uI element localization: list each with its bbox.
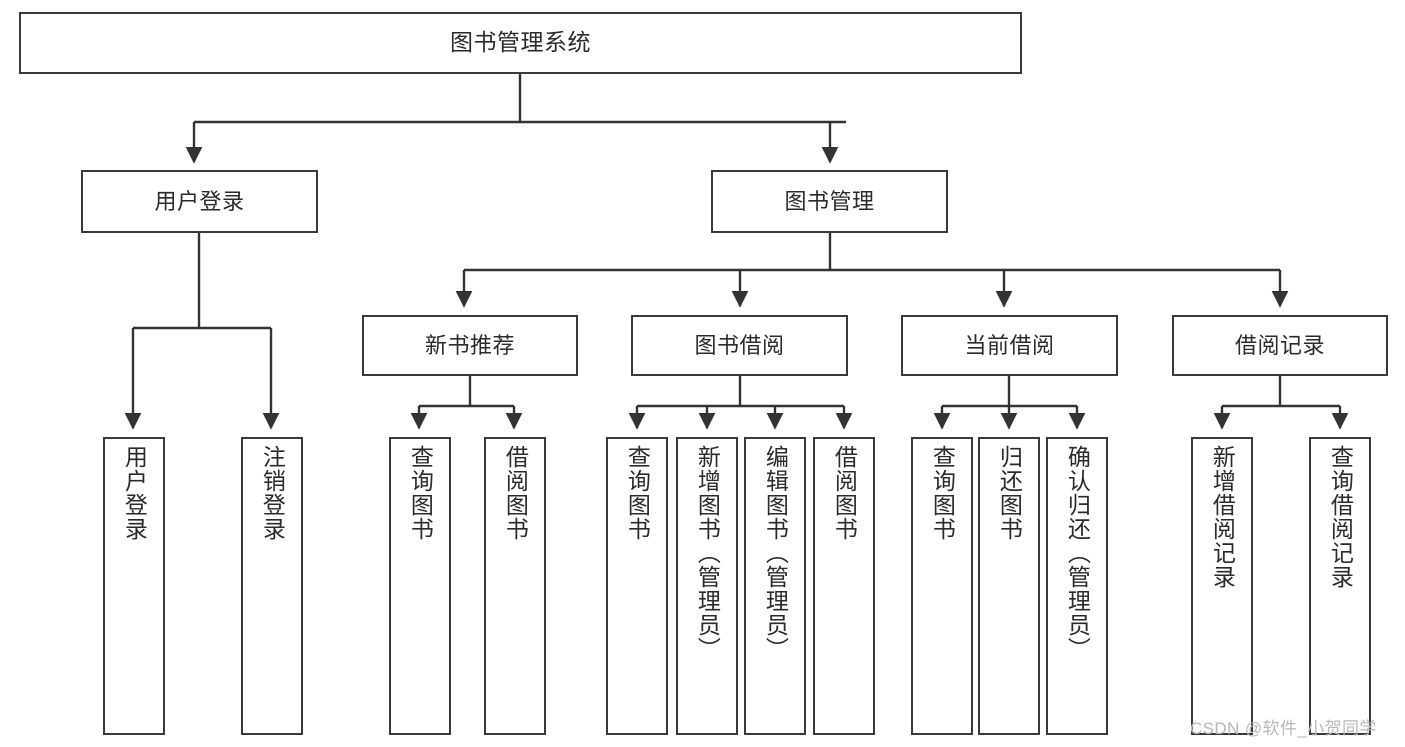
leaf-book-borrow-edit-book-admin[interactable]: 编辑图书（管理员） — [744, 437, 806, 735]
node-label: 借阅记录 — [1234, 332, 1325, 358]
leaf-query-borrow-record[interactable]: 查询借阅记录 — [1309, 437, 1371, 735]
leaf-book-borrow-add-book-admin[interactable]: 新增图书（管理员） — [676, 437, 738, 735]
node-label: 编辑图书（管理员） — [762, 445, 789, 661]
leaf-logout[interactable]: 注销登录 — [241, 437, 303, 735]
node-root-book-management-system[interactable]: 图书管理系统 — [19, 12, 1022, 74]
node-label: 借阅图书 — [831, 445, 858, 541]
node-label: 新增图书（管理员） — [694, 445, 721, 661]
node-current-borrow[interactable]: 当前借阅 — [901, 315, 1118, 376]
node-new-book-recommend[interactable]: 新书推荐 — [362, 315, 578, 376]
node-label: 查询图书 — [929, 445, 956, 541]
leaf-book-borrow-query-book[interactable]: 查询图书 — [606, 437, 668, 735]
leaf-book-borrow-borrow-book[interactable]: 借阅图书 — [813, 437, 875, 735]
node-user-login[interactable]: 用户登录 — [81, 170, 318, 233]
node-label: 新书推荐 — [424, 332, 515, 358]
leaf-new-book-borrow-book[interactable]: 借阅图书 — [484, 437, 546, 735]
leaf-current-borrow-return-book[interactable]: 归还图书 — [978, 437, 1040, 735]
leaf-new-book-query-book[interactable]: 查询图书 — [389, 437, 451, 735]
node-label: 图书借阅 — [694, 332, 785, 358]
leaf-user-login[interactable]: 用户登录 — [103, 437, 165, 735]
node-label: 当前借阅 — [964, 332, 1055, 358]
node-label: 注销登录 — [259, 445, 286, 541]
node-label: 用户登录 — [154, 188, 245, 214]
node-borrow-record[interactable]: 借阅记录 — [1172, 315, 1388, 376]
node-label: 查询图书 — [624, 445, 651, 541]
node-label: 借阅图书 — [502, 445, 529, 541]
leaf-add-borrow-record[interactable]: 新增借阅记录 — [1191, 437, 1253, 735]
leaf-current-borrow-confirm-return-admin[interactable]: 确认归还（管理员） — [1046, 437, 1108, 735]
node-label: 归还图书 — [996, 445, 1023, 541]
leaf-current-borrow-query-book[interactable]: 查询图书 — [911, 437, 973, 735]
node-label: 查询借阅记录 — [1327, 445, 1354, 589]
node-label: 用户登录 — [121, 445, 148, 541]
node-book-borrow[interactable]: 图书借阅 — [631, 315, 848, 376]
node-label: 图书管理 — [784, 188, 875, 214]
csdn-watermark: CSDN @软件_小贺同学 — [1190, 719, 1377, 738]
node-label: 确认归还（管理员） — [1064, 445, 1091, 661]
node-label: 查询图书 — [407, 445, 434, 541]
node-book-management[interactable]: 图书管理 — [711, 170, 948, 233]
node-label: 新增借阅记录 — [1209, 445, 1236, 589]
node-label: 图书管理系统 — [450, 29, 591, 56]
